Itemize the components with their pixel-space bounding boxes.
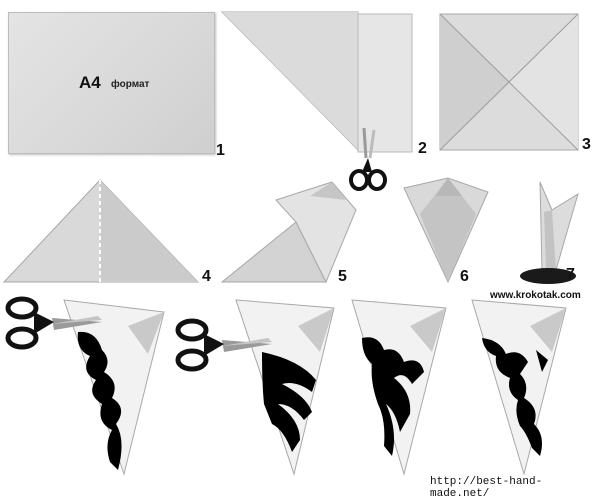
a4-paper-sheet: A4 формат	[8, 12, 215, 154]
step-number-3: 3	[582, 136, 591, 153]
step-7-cone	[520, 181, 579, 284]
step-number-7: 7	[566, 266, 575, 283]
step-number-2: 2	[418, 140, 427, 157]
step-number-5: 5	[338, 268, 347, 285]
step-5-fold	[220, 181, 357, 284]
step-3-square	[439, 13, 579, 151]
cutout-cone-4	[471, 299, 567, 476]
step-number-6: 6	[460, 268, 469, 285]
a4-format-label: формат	[111, 79, 150, 90]
cutout-cone-2	[235, 299, 335, 476]
scissors-icon	[349, 127, 387, 191]
scissors-icon	[175, 318, 272, 372]
a4-label: A4	[79, 73, 101, 92]
scissors-icon	[5, 296, 102, 350]
cutout-cone-1	[63, 299, 165, 476]
step-2-fold	[220, 11, 413, 153]
step-6-cone	[403, 177, 489, 284]
credit-krokotak: www.krokotak.com	[490, 290, 581, 301]
step-number-1: 1	[216, 142, 225, 159]
step-4-triangle	[2, 179, 200, 283]
cutout-cone-3	[351, 299, 447, 476]
credit-best-hand-made: http://best-hand-made.net/	[430, 476, 543, 500]
step-number-4: 4	[202, 268, 211, 285]
